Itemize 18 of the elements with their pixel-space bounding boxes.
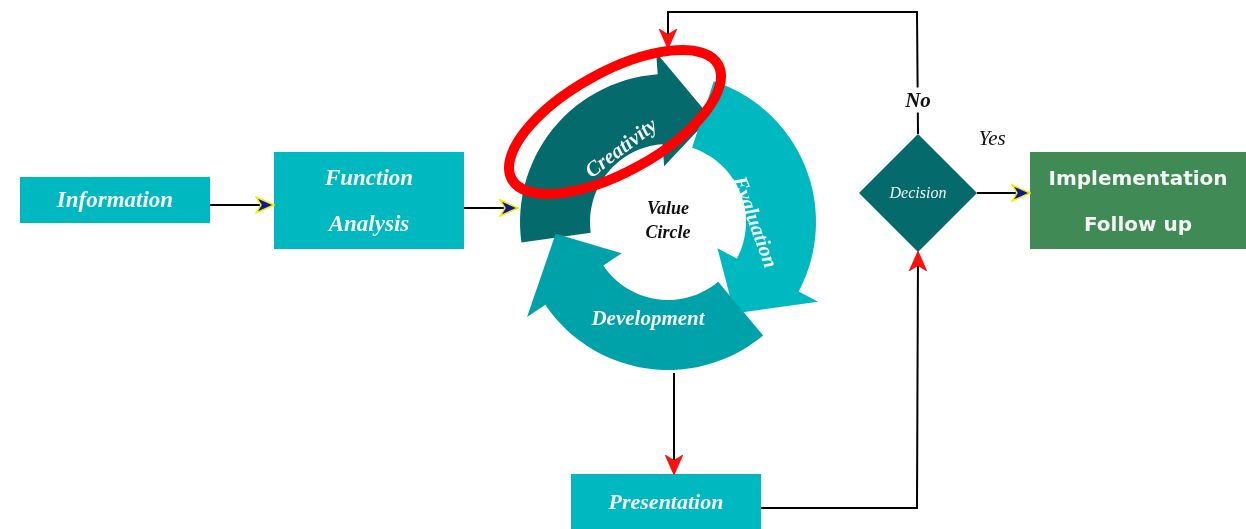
arrow <box>209 196 275 214</box>
node-label: Decision <box>889 184 947 202</box>
process-box <box>1030 152 1246 249</box>
process-box <box>274 152 464 249</box>
node-label: Value Circle <box>644 197 692 244</box>
arrow <box>760 251 927 509</box>
node-label: Implementation Follow up <box>1047 164 1229 238</box>
arrow <box>976 184 1031 202</box>
arrow <box>659 11 919 135</box>
node-label: Function Analysis <box>323 163 415 238</box>
arrow <box>665 372 683 475</box>
edge-label: No <box>903 87 933 113</box>
node-label: Development <box>591 305 705 331</box>
process-box <box>20 177 210 223</box>
process-box <box>571 474 761 529</box>
node-label: Information <box>56 187 174 213</box>
arrow <box>463 199 519 217</box>
node-label: Presentation <box>608 488 724 515</box>
